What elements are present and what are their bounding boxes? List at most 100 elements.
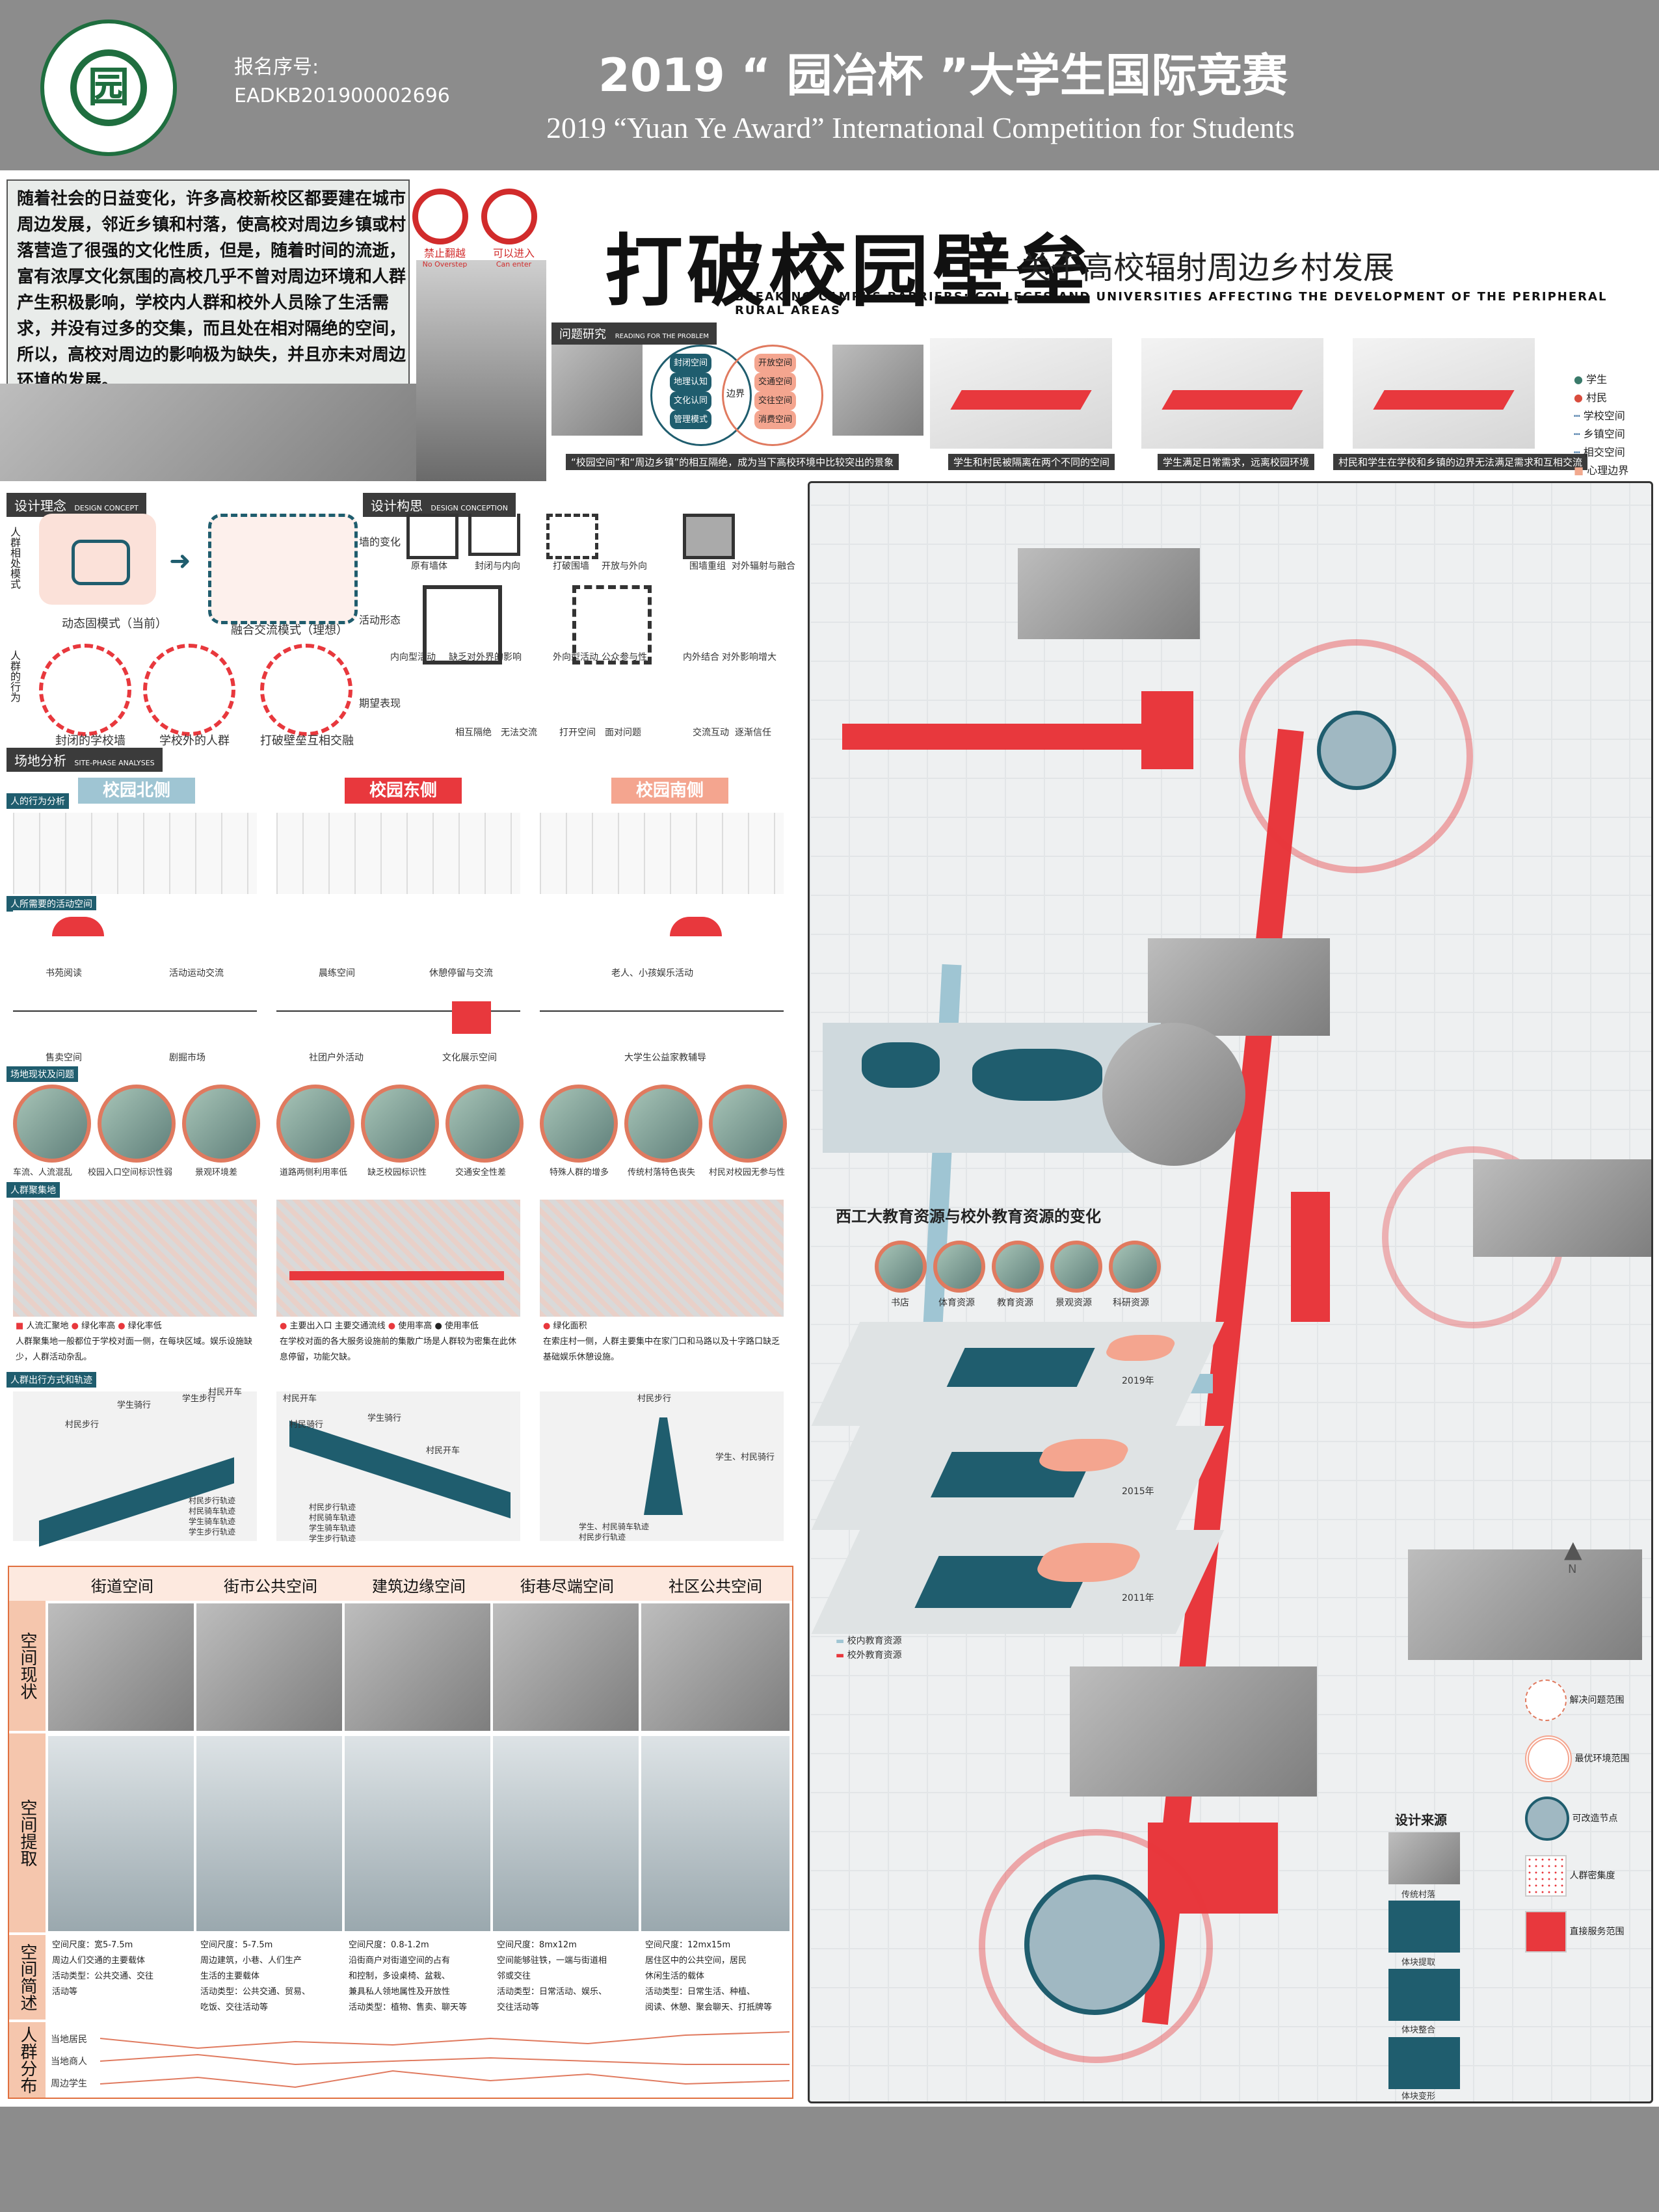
intro-panel: 随着社会的日益变化，许多高校新校区都要建在城市周边发展，邻近乡镇和村落，使高校对… (7, 179, 410, 394)
activity-scene-east (276, 910, 520, 1053)
problem-3d-caption-1: 学生和村民被隔离在两个不同的空间 (948, 454, 1115, 470)
problem-thumb (709, 1085, 787, 1163)
space-table: 街道空间 街市公共空间 建筑边缘空间 街巷尽端空间 社区公共空间 空间现状 空间… (8, 1566, 793, 2099)
site-row-activity: 人所需要的活动空间 (7, 896, 96, 912)
node-legend-icon (1525, 1797, 1569, 1841)
crowd-label: 当地商人 (51, 2057, 87, 2067)
site-col-north: 校园北侧 (78, 778, 195, 804)
behavior-timeline-east (276, 813, 520, 894)
road-strip (644, 1417, 683, 1515)
resource-thumb (933, 1241, 985, 1293)
space-photo (345, 1603, 490, 1731)
site-row-gather: 人群聚集地 (7, 1182, 60, 1198)
registration-label: 报名序号: (234, 56, 319, 79)
activity-label: 文化展示空间 (442, 1053, 497, 1063)
space-extract (345, 1736, 490, 1931)
influence-ring (979, 1829, 1213, 2063)
source-thumb (1388, 1832, 1460, 1884)
resource-label: 科研资源 (1113, 1298, 1149, 1308)
behavior-timeline-north (13, 813, 257, 894)
umbrella-icon (670, 917, 722, 936)
site-col-east: 校园东侧 (345, 778, 462, 804)
resource-thumb (1050, 1241, 1102, 1293)
site-row-trajectory: 人群出行方式和轨迹 (7, 1372, 96, 1388)
activity-outward (572, 585, 652, 665)
main-title: 打破校园壁垒 (605, 226, 1096, 317)
resource-label: 体育资源 (938, 1298, 975, 1308)
site-photo (1018, 548, 1200, 639)
space-extract (48, 1736, 194, 1931)
town-item: 交往空间 (754, 391, 797, 410)
problem-label: 传统村落特色丧失 (628, 1168, 696, 1178)
problem-label: 交通安全性差 (455, 1168, 507, 1178)
display-board (452, 1001, 491, 1034)
concept-circle-wall (39, 644, 131, 736)
conception-label: 设计构思 (371, 498, 423, 514)
concept-caption: 打破壁垒互相交融 (260, 734, 354, 748)
activity-scene-south (540, 910, 784, 1053)
main-title-en: BREAKING CAMPUS BARRIERS: COLLEGES AND U… (735, 290, 1608, 317)
wall-closed (468, 514, 520, 556)
arrow-right-icon: ➜ (169, 546, 191, 576)
space-photo (493, 1603, 639, 1731)
gather-map-north (13, 1200, 257, 1317)
sign-no-climb-label: 禁止翻越 (423, 247, 466, 259)
site-label: 场地分析 (14, 753, 66, 769)
concept-row2-side: 人群的行为 (8, 650, 21, 702)
gather-map-south (540, 1200, 784, 1317)
legend-item: ■ 心理边界 (1574, 464, 1629, 477)
problem-photo-left (551, 345, 643, 436)
site-photo (1148, 938, 1330, 1036)
trajectory-north: 学生骑行 学生步行 村民步行 村民开车 村民步行轨迹村民骑车轨迹学生骑车轨迹学生… (13, 1388, 257, 1547)
campus-item: 管理模式 (670, 410, 712, 429)
problem-label: 村民对校园无参与性 (709, 1168, 786, 1178)
concept-label-en: DESIGN CONCEPT (74, 504, 139, 512)
year-label: 2011年 (1122, 1593, 1154, 1603)
conception-caption: 开放与外向 (602, 561, 647, 572)
conception-caption: 打破围墙 (553, 561, 589, 572)
activity-label: 社团户外活动 (309, 1053, 364, 1063)
site-photo (1070, 1666, 1317, 1797)
table-col-head: 建筑边缘空间 (372, 1577, 466, 1596)
concept-section-label: 设计理念 DESIGN CONCEPT (7, 493, 146, 517)
legend-item: ┅ 学校空间 (1574, 410, 1625, 422)
table-row-head: 空间简述 (9, 1935, 46, 2020)
space-photo (48, 1603, 194, 1731)
campus-item: 地理认知 (670, 373, 712, 391)
conception-caption: 逐渐信任 (735, 728, 771, 738)
conception-label-en: DESIGN CONCEPTION (431, 504, 508, 512)
campus-item: 文化认同 (670, 391, 712, 410)
conception-side: 活动形态 (359, 614, 401, 626)
campus-item: 封闭空间 (670, 354, 712, 373)
legend-item: ┅ 相交空间 (1574, 446, 1625, 458)
conception-side: 期望表现 (359, 697, 401, 709)
problem-photo-right (832, 345, 923, 436)
gather-note-east: ● 主要出入口 主要交通流线 ● 使用率高 ● 使用率低 在学校对面的各大服务设… (280, 1321, 517, 1362)
site-section-label: 场地分析 SITE-PHASE ANALYSES (7, 748, 163, 772)
influence-ring (1239, 639, 1473, 873)
conception-caption: 相互隔绝 (455, 728, 492, 738)
design-source-title: 设计来源 (1395, 1812, 1447, 1828)
source-thumb (1388, 2037, 1460, 2089)
concept-caption: 融合交流模式（理想） (231, 624, 348, 637)
conception-caption: 无法交流 (501, 728, 537, 738)
activity-label: 老人、小孩娱乐活动 (611, 968, 693, 979)
problem-label: 缺乏校园标识性 (367, 1168, 427, 1178)
footer-bar (0, 2107, 1659, 2212)
resources-title: 西工大教育资源与校外教育资源的变化 (836, 1207, 1101, 1226)
resource-layer-2015 (811, 1426, 1225, 1530)
crowd-distribution-lines (100, 2031, 790, 2088)
problem-label: 景观环境差 (195, 1168, 238, 1178)
activity-scene-north (13, 910, 257, 1053)
activity-label: 书苑阅读 (46, 968, 82, 979)
sign-can-enter-en: Can enter (496, 260, 532, 269)
activity-label: 晨练空间 (319, 968, 355, 979)
concept-diagram-ideal (208, 514, 358, 624)
competition-title-en: 2019 “Yuan Ye Award” International Compe… (546, 111, 1295, 144)
concept-caption: 封闭的学校墙 (55, 734, 126, 748)
conception-caption: 内外结合 (683, 652, 719, 663)
scope-icon (1525, 1679, 1567, 1721)
world-map (823, 1023, 1161, 1153)
registration-number: EADKB201900002696 (234, 85, 450, 107)
